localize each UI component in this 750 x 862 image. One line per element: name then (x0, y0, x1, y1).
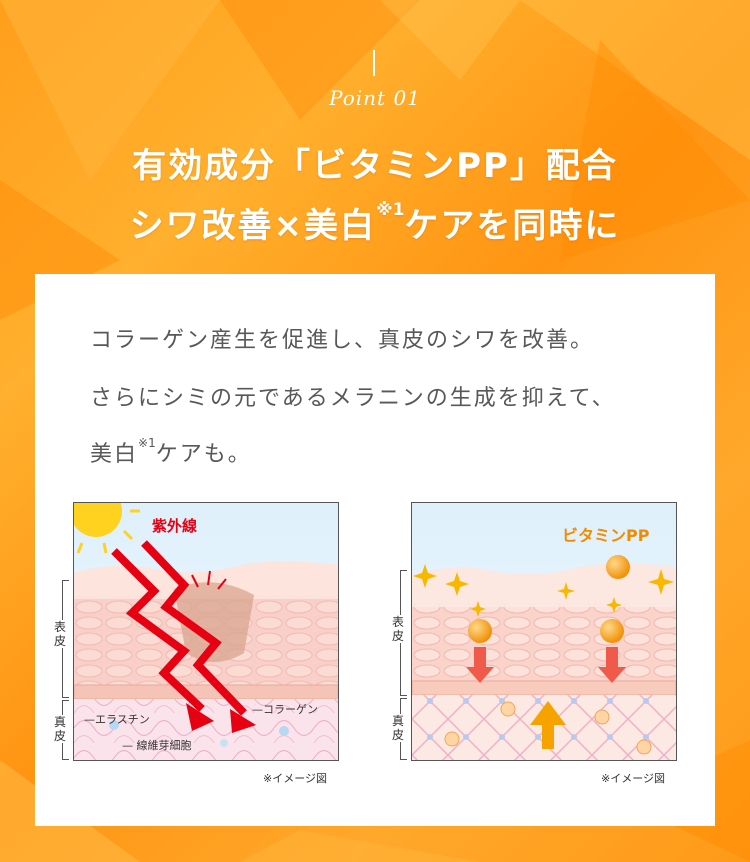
body-text-line-2: さらにシミの元であるメラニンの生成を抑えて、 (90, 386, 616, 411)
sparkle-icons (413, 564, 674, 617)
uv-skin-diagram: 紫外線 —エラスチン —コラーゲン — 線維芽細胞 (73, 502, 339, 761)
vitamin-pp-title: ビタミンPP (562, 526, 650, 545)
down-arrows (466, 647, 626, 683)
scale-dermis-left: 真皮 (53, 715, 67, 743)
vitamin-pp-ball-right (600, 619, 624, 643)
uv-label: 紫外線 (152, 517, 197, 535)
damage-burst-icon (191, 570, 227, 590)
headline-line-1: 有効成分「ビタミンPP」配合 (132, 146, 618, 186)
header-divider (373, 50, 375, 76)
body-text-line-3: 美白※1ケアも。 (90, 436, 252, 468)
dermis-cells (444, 701, 652, 755)
point-label: Point 01 (329, 86, 421, 110)
label-fibroblast: — 線維芽細胞 (122, 738, 192, 752)
scale-epidermis-right: 表皮 (391, 615, 405, 643)
body-line-3-text: 美白 (90, 442, 139, 467)
scale-dermis-right: 真皮 (391, 714, 405, 742)
body-footnote-marker: ※1 (138, 436, 156, 450)
vitamin-pp-ball-left (468, 619, 492, 643)
content-card: コラーゲン産生を促進し、真皮のシワを改善。 さらにシミの元であるメラニンの生成を… (35, 274, 715, 826)
scale-epidermis-left: 表皮 (53, 620, 67, 648)
headline-line-2: シワ改善×美白※1ケアを同時に (0, 198, 750, 247)
label-collagen: —コラーゲン (252, 703, 318, 716)
body-text-line-1: コラーゲン産生を促進し、真皮のシワを改善。 (90, 328, 595, 353)
uv-rays (111, 540, 247, 716)
section-header: Point 01 有効成分「ビタミンPP」配合 シワ改善×美白※1ケアを同時に (0, 0, 750, 270)
headline-line-2-tail: ケアを同時に (404, 206, 621, 246)
sun-icon (74, 503, 122, 537)
vitamin-pp-diagram: ビタミンPP (411, 502, 677, 761)
vitamin-pp-ball-top (606, 555, 630, 579)
image-note-left: ※イメージ図 (263, 772, 327, 785)
image-note-right: ※イメージ図 (601, 772, 665, 785)
uv-skin-illustration: 紫外線 —エラスチン —コラーゲン — 線維芽細胞 (74, 503, 338, 760)
melanin-spot (174, 582, 254, 662)
label-elastin: —エラスチン (84, 713, 150, 726)
collagen-up-arrow (530, 701, 566, 749)
headline-line-2-text: シワ改善×美白 (129, 206, 377, 246)
footnote-marker: ※1 (376, 200, 405, 220)
vitamin-pp-illustration: ビタミンPP (412, 503, 676, 760)
body-line-3-tail: ケアも。 (155, 442, 252, 467)
